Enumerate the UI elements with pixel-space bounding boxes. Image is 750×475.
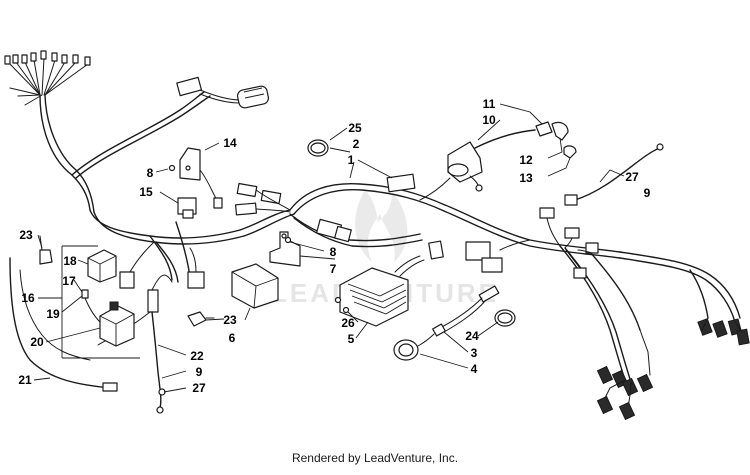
callout-27a: 27 (625, 170, 639, 184)
callout-25: 25 (348, 121, 362, 135)
callout-23b: 23 (223, 313, 237, 327)
part-19-terminal (81, 289, 89, 299)
part-15-plug (182, 209, 194, 219)
part-23-grommet (39, 249, 53, 265)
part-7-bracket (269, 231, 301, 267)
callout-numbers: 1 2 3 4 5 6 7 8 8 9 9 10 11 12 13 14 15 … (18, 97, 650, 395)
part-3-connector (432, 285, 500, 337)
terminal-connectors-top-left (4, 50, 91, 66)
callout-4: 4 (471, 362, 478, 376)
callout-8a: 8 (147, 166, 154, 180)
top-connector-cluster (176, 76, 270, 109)
callout-23a: 23 (19, 228, 33, 242)
part-11-boot (535, 121, 553, 137)
part-5-regulator (339, 255, 425, 327)
callout-16: 16 (21, 291, 35, 305)
harness-connectors-left (97, 241, 205, 414)
leader-lines (33, 103, 625, 393)
callout-7: 7 (330, 262, 337, 276)
callout-9b: 9 (196, 365, 203, 379)
callout-1: 1 (348, 153, 355, 167)
callout-24: 24 (465, 329, 479, 343)
callout-13: 13 (519, 171, 533, 185)
harness-connectors-center (235, 173, 599, 279)
part-20-relay (99, 301, 135, 347)
callout-19: 19 (46, 307, 60, 321)
connector-21-end (102, 382, 118, 392)
callout-14: 14 (223, 136, 237, 150)
callout-20: 20 (30, 335, 44, 349)
callout-17: 17 (62, 274, 76, 288)
callout-21: 21 (18, 373, 32, 387)
part-4-socket (393, 333, 435, 361)
part-13-cap (563, 145, 577, 159)
watermark-flame-icon (355, 190, 408, 262)
part-8-screw-b (284, 236, 292, 244)
callout-12: 12 (519, 153, 533, 167)
callout-9a: 9 (644, 186, 651, 200)
part-23-grommet-b (187, 311, 207, 327)
callout-11: 11 (483, 97, 496, 111)
callout-18: 18 (63, 254, 77, 268)
callout-6: 6 (229, 331, 236, 345)
callout-3: 3 (471, 346, 478, 360)
part-26-screw-b (342, 306, 350, 314)
connector-27-ring (656, 143, 664, 151)
right-end-connectors (596, 317, 750, 421)
part-14-bracket (179, 147, 223, 209)
callout-26: 26 (341, 316, 355, 330)
callout-10: 10 (482, 113, 496, 127)
connector-27-end (564, 194, 578, 206)
callout-2: 2 (353, 137, 360, 151)
callout-8b: 8 (330, 245, 337, 259)
callout-27b: 27 (192, 381, 206, 395)
part-10-ignition-coil (419, 129, 536, 201)
part-6-module (231, 263, 279, 309)
callout-5: 5 (348, 332, 355, 346)
part-8-screw (168, 164, 176, 172)
footer-credit: Rendered by LeadVenture, Inc. (291, 451, 459, 465)
callout-15: 15 (139, 185, 153, 199)
part-12-cap (551, 121, 569, 141)
part-18-connector (87, 249, 117, 283)
callout-22: 22 (190, 349, 204, 363)
main-harness (4, 50, 750, 421)
part-26-screw (334, 296, 342, 304)
wire-21 (9, 257, 111, 389)
